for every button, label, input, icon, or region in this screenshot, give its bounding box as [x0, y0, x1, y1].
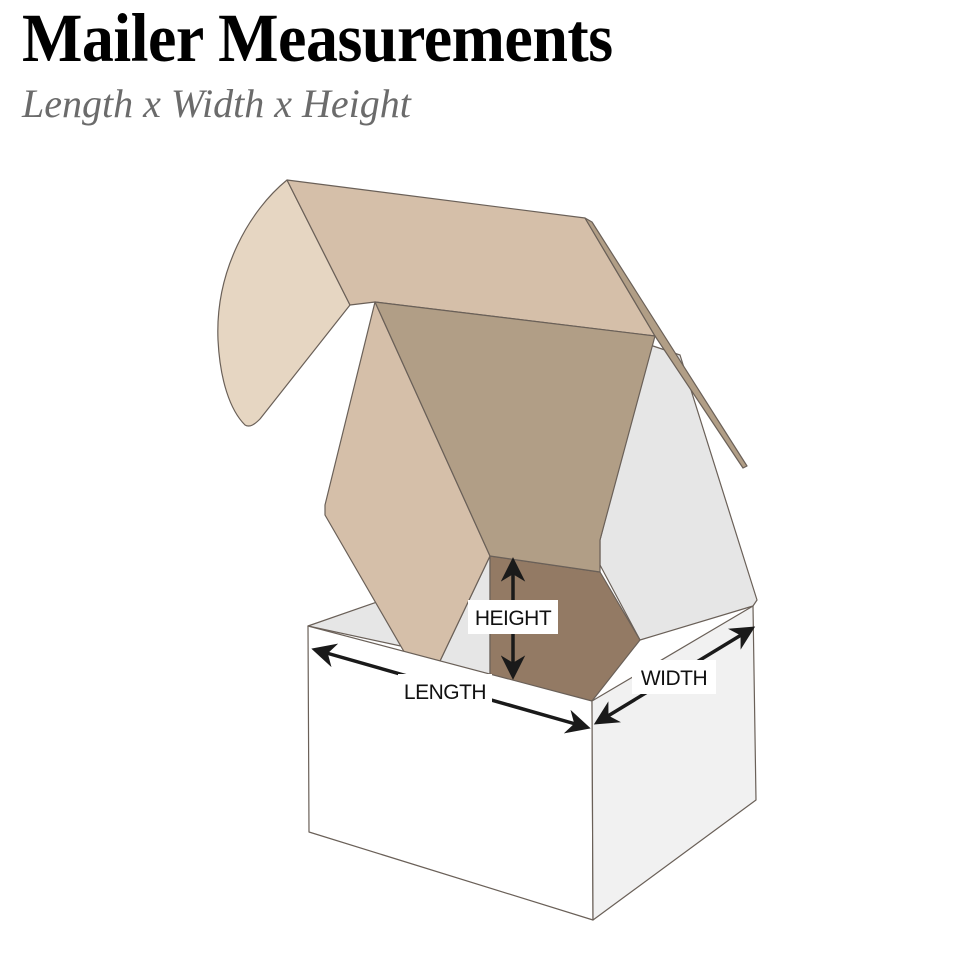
height-label-text: HEIGHT — [475, 607, 552, 630]
box-flaps — [217, 179, 748, 663]
width-label-text: WIDTH — [641, 667, 707, 690]
length-label-text: LENGTH — [404, 681, 486, 704]
width-label: WIDTH — [632, 660, 716, 694]
page-title: Mailer Measurements — [22, 0, 613, 77]
height-label: HEIGHT — [468, 600, 558, 634]
page-subtitle: Length x Width x Height — [22, 81, 411, 126]
length-label: LENGTH — [398, 674, 492, 708]
